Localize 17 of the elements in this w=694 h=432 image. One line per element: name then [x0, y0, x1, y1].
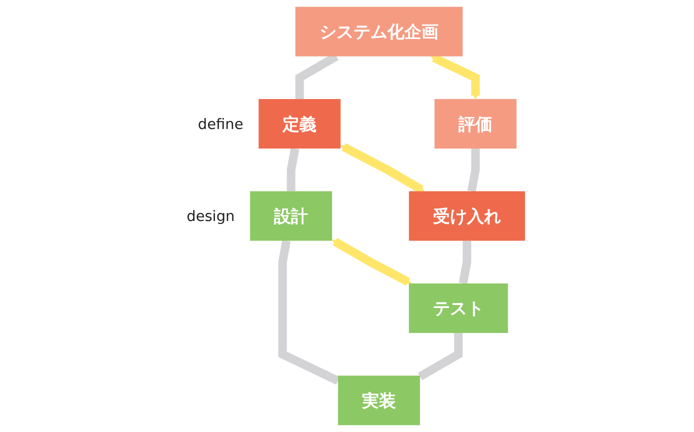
- connector: [458, 240, 472, 284]
- arrow: [340, 143, 425, 194]
- connector: [467, 148, 480, 192]
- process-box: 評価: [434, 99, 516, 149]
- arrow: [430, 54, 480, 100]
- side-label: design: [186, 209, 235, 226]
- process-box: 定義: [258, 99, 341, 149]
- process-box: 受け入れ: [408, 191, 525, 241]
- process-box: システム化企画: [295, 6, 463, 56]
- process-box: テスト: [408, 283, 508, 333]
- connector: [418, 332, 463, 380]
- process-box: 設計: [250, 191, 332, 241]
- side-label: define: [198, 116, 244, 133]
- arrow: [332, 238, 412, 286]
- connector: [278, 240, 340, 385]
- process-box: 実装: [338, 376, 420, 426]
- connector: [286, 148, 300, 192]
